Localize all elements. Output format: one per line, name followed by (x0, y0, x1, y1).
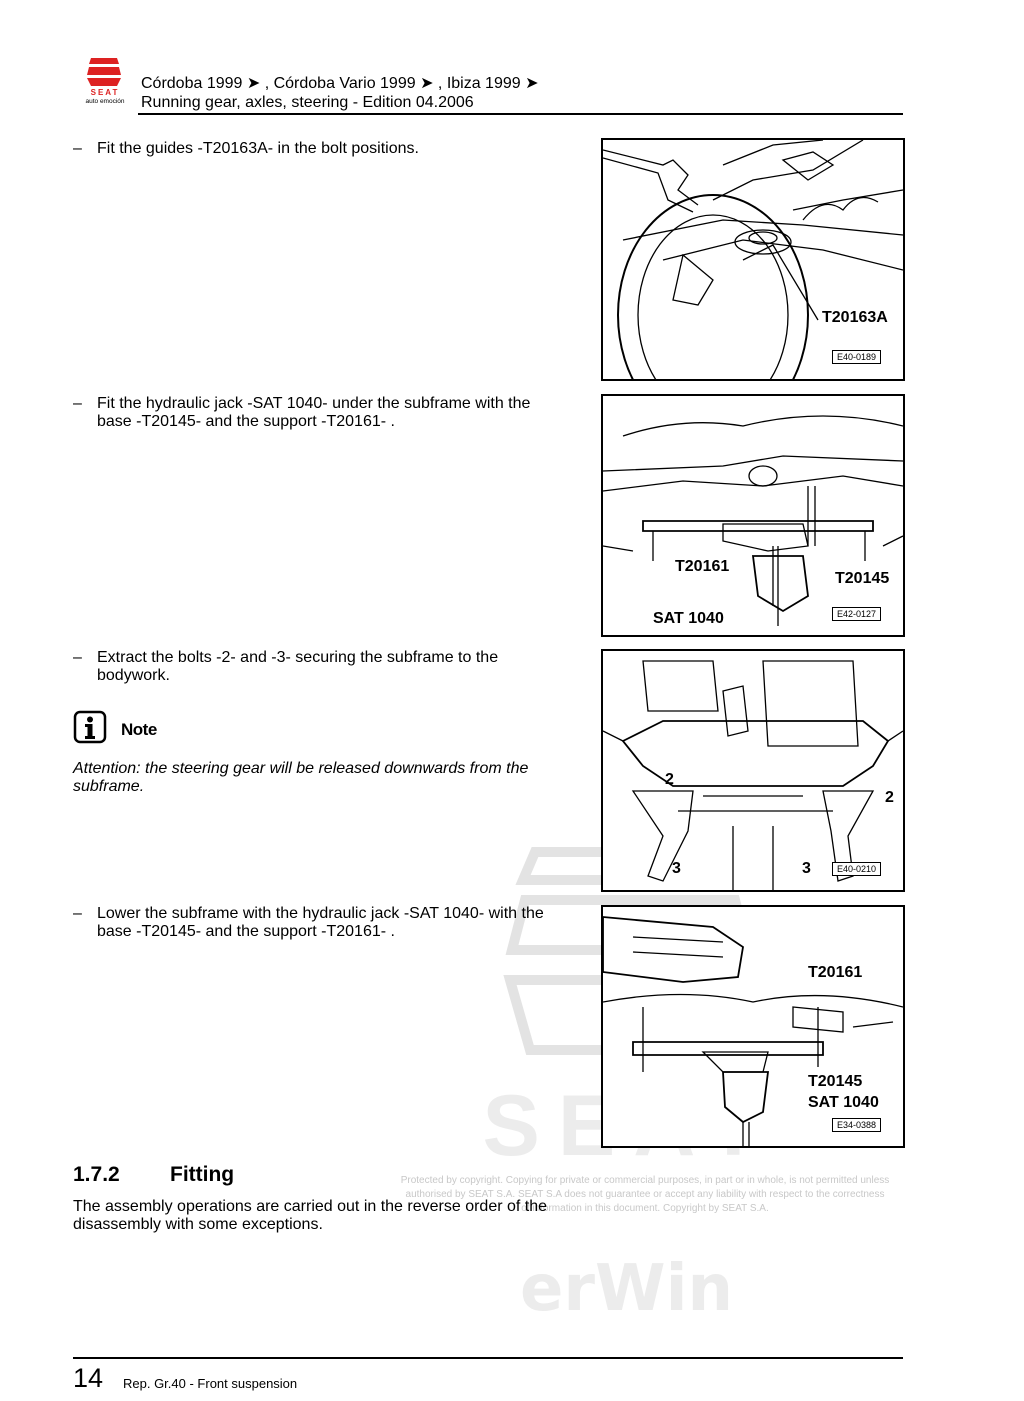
figure-callout: 3 (672, 860, 681, 877)
figure-lower-subframe: T20161 T20145 SAT 1040 E34-0388 (601, 905, 905, 1148)
figure-code: E42-0127 (832, 607, 882, 621)
figure-subframe-bolts: 2 2 3 3 E40-0210 (601, 649, 905, 892)
info-icon (73, 710, 107, 744)
figure-drawing (603, 415, 903, 626)
section-number: 1.7.2 (73, 1163, 120, 1186)
figure-drawing (603, 660, 903, 890)
header-subtitle: Running gear, axles, steering - Edition … (141, 94, 474, 111)
figure-drawing (603, 916, 903, 1146)
figure-code: E40-0210 (832, 862, 882, 876)
figure-code: E40-0189 (832, 350, 882, 364)
step-dash: – (73, 395, 82, 412)
figure-callout: SAT 1040 (653, 610, 724, 627)
step-text: Fit the guides -T20163A- in the bolt pos… (97, 140, 419, 157)
step-dash: – (73, 649, 82, 666)
figure-drawing (603, 140, 903, 379)
step-text: Extract the bolts -2- and -3- securing t… (97, 649, 499, 684)
footer-rule (73, 1357, 903, 1359)
section-title: Fitting (170, 1163, 235, 1186)
figure-callout: T20145 (835, 570, 890, 587)
step-text: Fit the hydraulic jack -SAT 1040- under … (97, 395, 531, 430)
step-text: Lower the subframe with the hydraulic ja… (97, 905, 544, 940)
header-models: Córdoba 1999 ➤ , Córdoba Vario 1999 ➤ , … (141, 75, 539, 92)
note-text: Attention: the steering gear will be rel… (73, 760, 529, 795)
svg-text:auto emoción: auto emoción (85, 98, 124, 105)
figure-guides: T20163A E40-0189 (601, 138, 905, 381)
svg-text:SEAT: SEAT (91, 88, 120, 97)
erwin-watermark: erWin (520, 1252, 733, 1320)
figure-callout: T20145 (808, 1073, 863, 1090)
header-rule (138, 113, 903, 115)
seat-logo: SEAT auto emoción (85, 58, 125, 105)
figure-code: E34-0388 (832, 1118, 882, 1132)
copyright-watermark: Protected by copyright. Copying for priv… (400, 1175, 890, 1214)
figure-callout: 2 (665, 771, 674, 788)
section-text: The assembly operations are carried out … (73, 1198, 548, 1233)
figure-callout: 2 (885, 789, 894, 806)
page-number: 14 (73, 1363, 104, 1393)
figure-callout: T20161 (675, 558, 730, 575)
figure-callout: T20163A (822, 309, 888, 326)
svg-text:erWin: erWin (520, 1252, 733, 1320)
step-dash: – (73, 905, 82, 922)
note-label: Note (121, 720, 157, 739)
figure-callout: SAT 1040 (808, 1094, 879, 1111)
figure-callout: T20161 (808, 964, 863, 981)
figure-callout: 3 (802, 860, 811, 877)
step-dash: – (73, 140, 82, 157)
figure-jack-placement: T20161 T20145 SAT 1040 E42-0127 (601, 394, 905, 637)
footer-text: Rep. Gr.40 - Front suspension (123, 1376, 298, 1391)
